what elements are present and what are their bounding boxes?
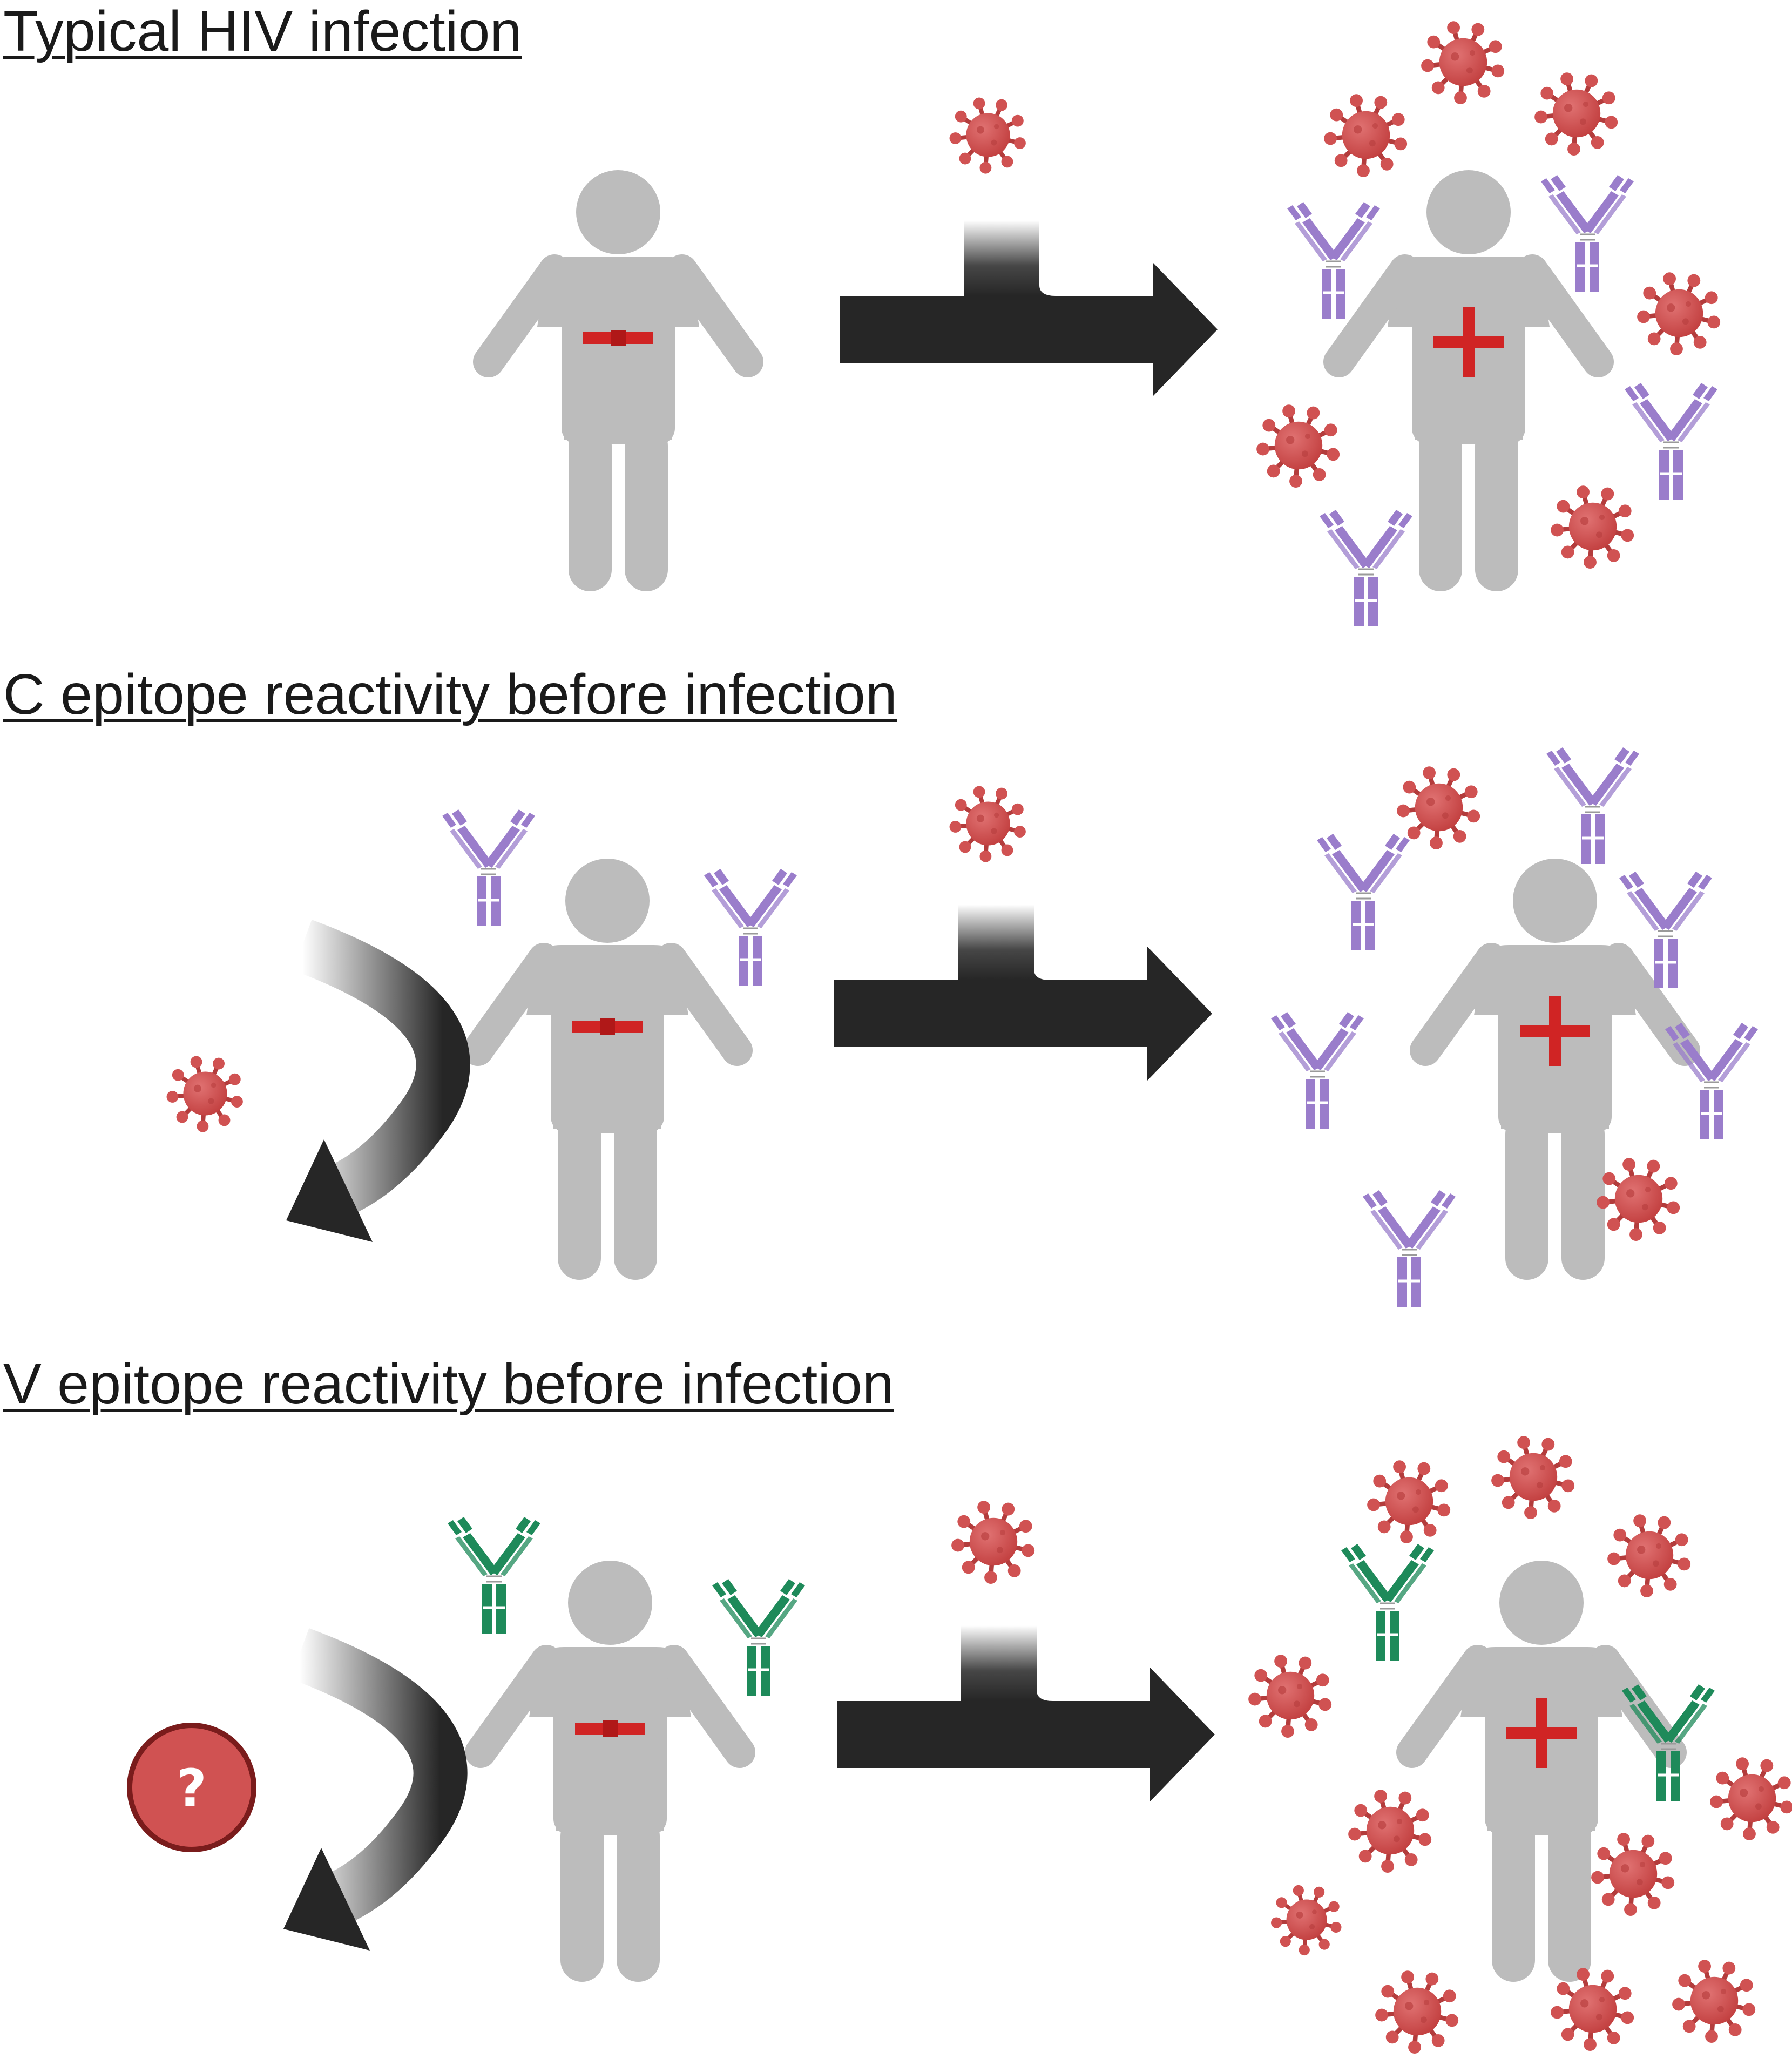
virus-icon xyxy=(1607,1514,1691,1598)
antibody-icon xyxy=(1271,1012,1364,1129)
antibody-icon xyxy=(1622,1684,1715,1801)
virus-icon xyxy=(1710,1757,1792,1841)
blocked-infection-arrow-2 xyxy=(286,920,470,1242)
virus-icon xyxy=(949,97,1026,174)
antibody-icon xyxy=(1363,1190,1456,1307)
panel-title-v-epitope: V epitope reactivity before infection xyxy=(3,1352,894,1416)
progression-arrow-1 xyxy=(840,220,1218,396)
person-uninfected-3 xyxy=(465,1561,755,1982)
antibody-icon xyxy=(1665,1023,1758,1139)
virus-icon xyxy=(1324,94,1408,178)
person-infected-1 xyxy=(1323,170,1614,591)
panel-title-typical: Typical HIV infection xyxy=(3,0,522,63)
antibody-icon xyxy=(712,1579,805,1696)
virus-icon xyxy=(1637,272,1721,356)
person-infected-2 xyxy=(1410,859,1700,1280)
antibody-icon xyxy=(1546,747,1639,864)
virus-icon xyxy=(1271,1885,1342,1956)
virus-icon xyxy=(1348,1790,1432,1873)
virus-icon xyxy=(1597,1158,1680,1241)
unknown-outcome-arrow-3 xyxy=(283,1628,468,1951)
person-uninfected-1 xyxy=(473,170,763,591)
virus-icon xyxy=(1534,72,1618,156)
virus-icon xyxy=(1491,1436,1575,1520)
virus-icon xyxy=(1367,1460,1451,1544)
virus-icon xyxy=(1248,1655,1332,1738)
virus-icon xyxy=(1421,21,1505,105)
person-uninfected-2 xyxy=(462,859,753,1280)
antibody-icon xyxy=(442,809,535,926)
antibody-icon xyxy=(1320,510,1412,626)
unknown-marker: ? xyxy=(177,1758,207,1819)
virus-icon xyxy=(1672,1960,1756,2043)
antibody-icon xyxy=(1619,872,1712,988)
virus-icon xyxy=(1551,485,1634,569)
person-infected-3 xyxy=(1396,1561,1687,1982)
progression-arrow-3 xyxy=(837,1625,1215,1801)
antibody-icon xyxy=(1625,383,1717,500)
panel-title-c-epitope: C epitope reactivity before infection xyxy=(3,663,897,726)
antibody-icon xyxy=(704,869,797,986)
virus-icon xyxy=(949,786,1026,862)
antibody-icon xyxy=(1287,202,1380,319)
question-icon: ? xyxy=(127,1723,256,1852)
virus-icon-blocked xyxy=(166,1056,243,1132)
antibody-icon xyxy=(1341,1544,1434,1661)
virus-icon xyxy=(1256,404,1340,488)
progression-arrow-2 xyxy=(834,905,1212,1081)
virus-icon xyxy=(1591,1833,1675,1916)
antibody-icon xyxy=(448,1517,540,1634)
virus-icon xyxy=(1397,766,1480,850)
antibody-icon xyxy=(1317,834,1410,950)
virus-icon xyxy=(1551,1968,1634,2051)
virus-icon xyxy=(951,1501,1035,1584)
antibody-icon xyxy=(1541,175,1634,292)
virus-icon xyxy=(1375,1970,1459,2054)
